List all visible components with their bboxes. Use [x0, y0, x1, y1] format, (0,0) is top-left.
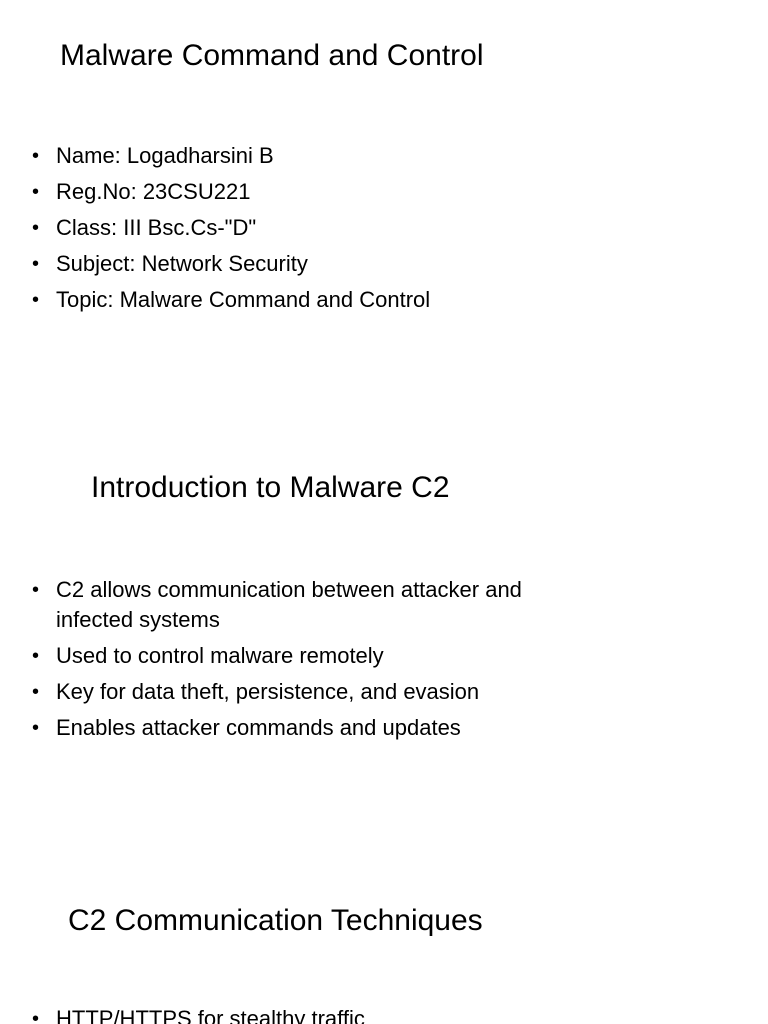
- slide-title: C2 Communication Techniques: [68, 904, 483, 937]
- bullet-icon: •: [32, 717, 40, 739]
- list-item: • Class: III Bsc.Cs-"D": [32, 213, 532, 243]
- bullet-icon: •: [32, 145, 40, 167]
- list-item: • Enables attacker commands and updates: [32, 713, 532, 743]
- list-item: • Topic: Malware Command and Control: [32, 285, 532, 315]
- bullet-text: Used to control malware remotely: [56, 643, 384, 668]
- bullet-text: Key for data theft, persistence, and eva…: [56, 679, 480, 704]
- bullet-list: •Name: Logadharsini B •Reg.No: 23CSU221 …: [32, 141, 532, 321]
- bullet-text: HTTP/HTTPS for stealthy traffic: [56, 1006, 365, 1024]
- slide-1: Malware Command and Control • Name: Logad…: [0, 0, 768, 432]
- slide-2: Introduction to Malware C2 • C2 allows co…: [0, 432, 768, 864]
- bullet-text: Enables attacker commands and updates: [56, 715, 461, 740]
- bullet-text: Class: III Bsc.Cs-"D": [56, 215, 257, 240]
- slide-3: C2 Communication Techniques • HTTP/HTTPS …: [0, 864, 768, 1024]
- bullet-icon: •: [32, 579, 40, 601]
- bullet-text: Name: Logadharsini B: [56, 143, 274, 168]
- bullet-text: Topic: Malware Command and Control: [56, 287, 431, 312]
- list-item: • Name: Logadharsini B: [32, 141, 532, 171]
- bullet-text: C2 allows communication between attacker…: [56, 577, 522, 632]
- bullet-icon: •: [32, 645, 40, 667]
- bullet-icon: •: [32, 681, 40, 703]
- bullet-list: • HTTP/HTTPS for stealthy traffic: [32, 1004, 532, 1024]
- bullet-list: • C2 allows communication between attacke…: [32, 575, 532, 749]
- bullet-text: Reg.No: 23CSU221: [56, 179, 251, 204]
- list-item: • Subject: Network Security: [32, 249, 532, 279]
- list-item: • C2 allows communication between attacke…: [32, 575, 532, 635]
- slide-title: Malware Command and Control: [60, 39, 484, 72]
- list-item: • Used to control malware remotely: [32, 641, 532, 671]
- bullet-text: Subject: Network Security: [56, 251, 308, 276]
- bullet-icon: •: [32, 289, 40, 311]
- list-item: • Reg.No: 23CSU221: [32, 177, 532, 207]
- bullet-icon: •: [32, 1008, 40, 1024]
- bullet-icon: •: [32, 253, 40, 275]
- list-item: • HTTP/HTTPS for stealthy traffic: [32, 1004, 532, 1024]
- bullet-icon: •: [32, 181, 40, 203]
- bullet-icon: •: [32, 217, 40, 239]
- slide-title: Introduction to Malware C2: [91, 471, 450, 504]
- list-item: • Key for data theft, persistence, and ev…: [32, 677, 532, 707]
